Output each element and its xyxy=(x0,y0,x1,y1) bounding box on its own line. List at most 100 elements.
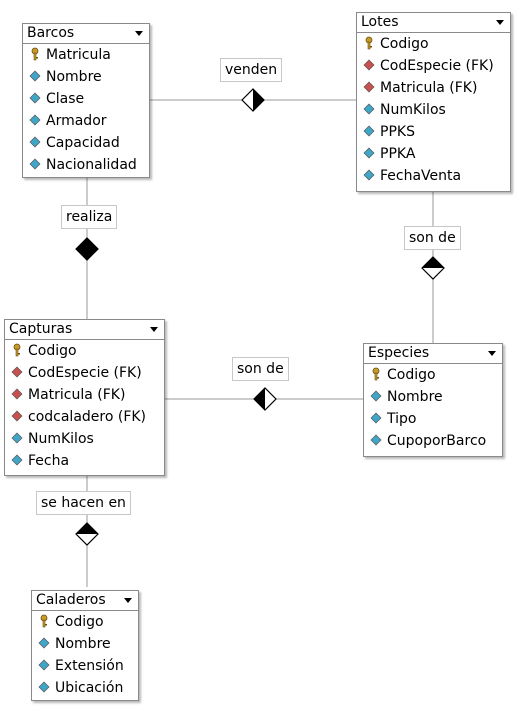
relationship-label-realiza[interactable]: realiza xyxy=(61,205,118,229)
attribute-diamond-icon xyxy=(29,114,41,126)
attribute-diamond-icon xyxy=(29,92,41,104)
entity-header-capturas[interactable]: Capturas xyxy=(5,320,164,340)
entity-header-lotes[interactable]: Lotes xyxy=(357,13,510,33)
attribute-label: Codigo xyxy=(55,614,104,630)
key-icon xyxy=(40,614,48,628)
foreign-key-diamond-icon xyxy=(363,81,375,93)
relationship-diamond-realiza[interactable] xyxy=(75,237,99,261)
entity-title-barcos: Barcos xyxy=(27,25,75,41)
attribute-label: Codigo xyxy=(380,36,429,52)
relationship-label-capturas-especies[interactable]: son de xyxy=(232,357,289,381)
key-icon xyxy=(31,47,39,61)
attribute-row[interactable]: Armador xyxy=(23,110,149,132)
attribute-row[interactable]: Codigo xyxy=(32,611,138,633)
attribute-row[interactable]: PPKA xyxy=(357,143,510,165)
attribute-diamond-icon xyxy=(363,169,375,181)
chevron-down-icon[interactable] xyxy=(150,327,158,332)
attribute-label: CupoporBarco xyxy=(387,433,487,449)
attribute-label: Armador xyxy=(46,113,107,129)
attribute-row[interactable]: Fecha xyxy=(5,450,164,472)
attribute-row[interactable]: Matricula xyxy=(23,44,149,66)
entity-header-especies[interactable]: Especies xyxy=(364,344,502,364)
attribute-diamond-icon xyxy=(11,432,23,444)
attribute-diamond-icon xyxy=(363,125,375,137)
attribute-diamond-icon xyxy=(29,70,41,82)
attribute-label: CodEspecie (FK) xyxy=(28,365,142,381)
attribute-label: Nombre xyxy=(46,69,102,85)
attribute-label: PPKA xyxy=(380,146,416,162)
attribute-row[interactable]: Nombre xyxy=(32,633,138,655)
attribute-label: Capacidad xyxy=(46,135,120,151)
attribute-diamond-icon xyxy=(29,158,41,170)
entity-title-especies: Especies xyxy=(368,345,430,361)
entity-header-caladeros[interactable]: Caladeros xyxy=(32,591,138,611)
attribute-row[interactable]: Nombre xyxy=(23,66,149,88)
foreign-key-diamond-icon xyxy=(363,59,375,71)
attribute-row[interactable]: Tipo xyxy=(364,408,502,430)
attribute-row[interactable]: Matricula (FK) xyxy=(357,77,510,99)
attribute-row[interactable]: Matricula (FK) xyxy=(5,384,164,406)
attribute-row[interactable]: NumKilos xyxy=(5,428,164,450)
attribute-row[interactable]: codcaladero (FK) xyxy=(5,406,164,428)
key-icon xyxy=(13,343,21,357)
attribute-label: Codigo xyxy=(28,343,77,359)
attribute-label: Tipo xyxy=(387,411,417,427)
attribute-row[interactable]: CodEspecie (FK) xyxy=(357,55,510,77)
attribute-label: Fecha xyxy=(28,453,70,469)
attribute-label: Ubicación xyxy=(55,680,124,696)
entity-title-lotes: Lotes xyxy=(361,14,399,30)
attribute-label: NumKilos xyxy=(28,431,94,447)
entity-header-barcos[interactable]: Barcos xyxy=(23,24,149,44)
attribute-row[interactable]: Capacidad xyxy=(23,132,149,154)
chevron-down-icon[interactable] xyxy=(496,20,504,25)
foreign-key-diamond-icon xyxy=(11,388,23,400)
attribute-row[interactable]: CodEspecie (FK) xyxy=(5,362,164,384)
chevron-down-icon[interactable] xyxy=(488,351,496,356)
entity-title-caladeros: Caladeros xyxy=(36,592,106,608)
attribute-label: Matricula xyxy=(46,47,111,63)
foreign-key-diamond-icon xyxy=(11,366,23,378)
attribute-row[interactable]: Codigo xyxy=(364,364,502,386)
attribute-diamond-icon xyxy=(363,147,375,159)
attribute-diamond-icon xyxy=(11,454,23,466)
attribute-row[interactable]: PPKS xyxy=(357,121,510,143)
attribute-label: Codigo xyxy=(387,367,436,383)
attribute-label: codcaladero (FK) xyxy=(28,409,147,425)
attribute-row[interactable]: Clase xyxy=(23,88,149,110)
key-icon xyxy=(372,367,380,381)
attribute-row[interactable]: Nacionalidad xyxy=(23,154,149,176)
relationship-label-lotes-especies[interactable]: son de xyxy=(404,226,461,250)
attribute-row[interactable]: Codigo xyxy=(5,340,164,362)
attribute-label: Nombre xyxy=(55,636,111,652)
attribute-row[interactable]: Codigo xyxy=(357,33,510,55)
attribute-row[interactable]: Ubicación xyxy=(32,677,138,699)
attribute-diamond-icon xyxy=(363,103,375,115)
entity-title-capturas: Capturas xyxy=(9,321,73,337)
attribute-row[interactable]: FechaVenta xyxy=(357,165,510,187)
attribute-diamond-icon xyxy=(370,390,382,402)
attribute-label: CodEspecie (FK) xyxy=(380,58,494,74)
chevron-down-icon[interactable] xyxy=(135,31,143,36)
attribute-label: Matricula (FK) xyxy=(28,387,126,403)
foreign-key-diamond-icon xyxy=(11,410,23,422)
attribute-row[interactable]: CupoporBarco xyxy=(364,430,502,452)
attribute-diamond-icon xyxy=(370,412,382,424)
attribute-label: Nombre xyxy=(387,389,443,405)
attribute-diamond-icon xyxy=(38,681,50,693)
attribute-label: NumKilos xyxy=(380,102,446,118)
relationship-label-se-hacen-en[interactable]: se hacen en xyxy=(36,491,131,515)
attribute-label: FechaVenta xyxy=(380,168,462,184)
chevron-down-icon[interactable] xyxy=(124,598,132,603)
attribute-row[interactable]: Nombre xyxy=(364,386,502,408)
key-icon xyxy=(365,36,373,50)
relationship-label-venden[interactable]: venden xyxy=(220,58,283,82)
attribute-row[interactable]: NumKilos xyxy=(357,99,510,121)
attribute-row[interactable]: Extensión xyxy=(32,655,138,677)
